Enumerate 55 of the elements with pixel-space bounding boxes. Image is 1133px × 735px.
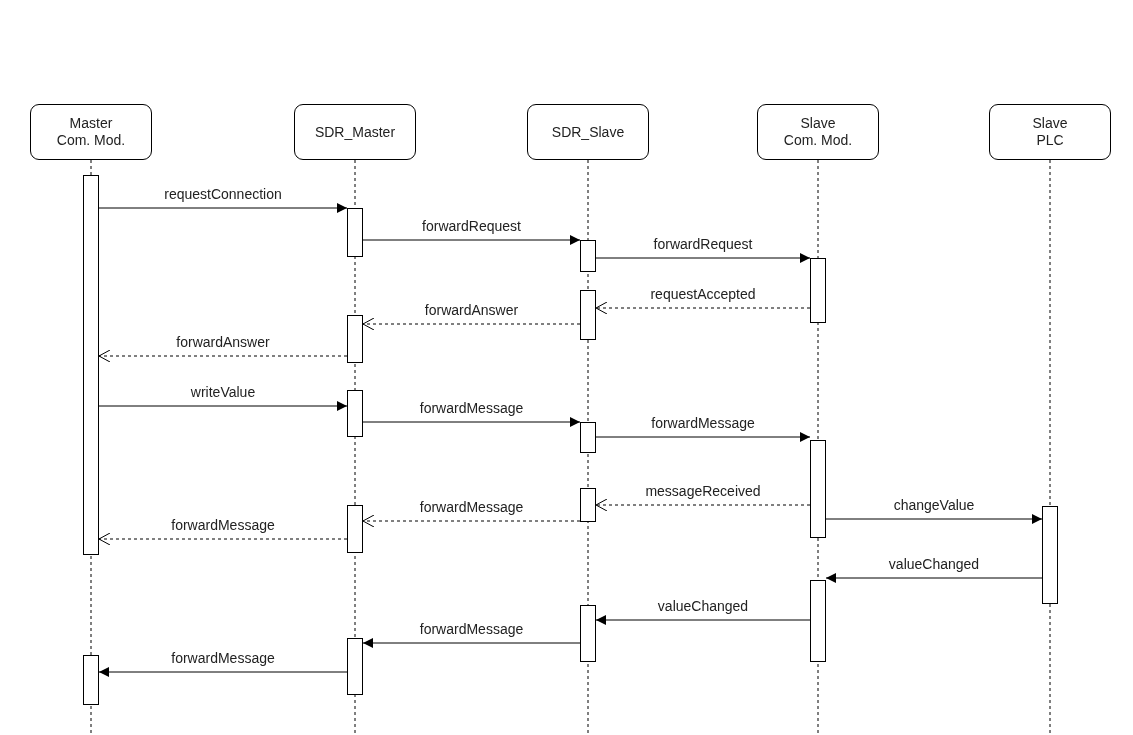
participant-box: SDR_Master (294, 104, 416, 160)
message-arrow (595, 615, 811, 625)
activation-bar (580, 290, 596, 340)
activation-bar (347, 505, 363, 553)
activation-bar (810, 580, 826, 662)
message-arrow (595, 432, 811, 442)
activation-bar (580, 605, 596, 662)
message-label: valueChanged (655, 598, 751, 614)
message-label: forwardRequest (420, 218, 523, 234)
activation-bar (580, 422, 596, 453)
message-label: forwardMessage (649, 415, 757, 431)
activation-bar (83, 655, 99, 705)
message-arrow (825, 573, 1043, 583)
return-message-arrow (362, 514, 581, 528)
return-message-arrow (595, 498, 811, 512)
return-message-arrow (595, 301, 811, 315)
activation-bar (347, 390, 363, 437)
activation-bar (810, 258, 826, 323)
message-label: requestConnection (162, 186, 284, 202)
message-label: forwardMessage (417, 400, 526, 416)
participant-box: Master Com. Mod. (30, 104, 152, 160)
activation-bar (580, 488, 596, 522)
message-label: requestAccepted (648, 286, 758, 302)
activation-bar (1042, 506, 1058, 604)
message-arrow (98, 401, 348, 411)
return-message-arrow (98, 349, 348, 363)
activation-bar (810, 440, 826, 538)
participant-box: SDR_Slave (527, 104, 649, 160)
message-label: changeValue (891, 497, 977, 513)
participant-box: Slave PLC (989, 104, 1111, 160)
message-arrow (98, 203, 348, 213)
message-label: writeValue (188, 384, 258, 400)
message-label: forwardMessage (169, 650, 277, 666)
activation-bar (347, 208, 363, 257)
message-arrow (362, 417, 581, 427)
activation-bar (347, 315, 363, 363)
message-arrow (98, 667, 348, 677)
activation-bar (83, 175, 99, 555)
message-arrow (825, 514, 1043, 524)
message-label: forwardMessage (169, 517, 277, 533)
message-label: valueChanged (886, 556, 982, 572)
message-label: forwardMessage (417, 499, 526, 515)
message-label: forwardAnswer (174, 334, 272, 350)
message-arrow (595, 253, 811, 263)
activation-bar (580, 240, 596, 272)
activation-bar (347, 638, 363, 695)
message-arrow (362, 235, 581, 245)
message-arrow (362, 638, 581, 648)
message-label: forwardAnswer (422, 302, 521, 318)
return-message-arrow (98, 532, 348, 546)
return-message-arrow (362, 317, 581, 331)
message-label: forwardRequest (651, 236, 755, 252)
message-label: forwardMessage (417, 621, 526, 637)
participant-box: Slave Com. Mod. (757, 104, 879, 160)
message-label: messageReceived (643, 483, 763, 499)
